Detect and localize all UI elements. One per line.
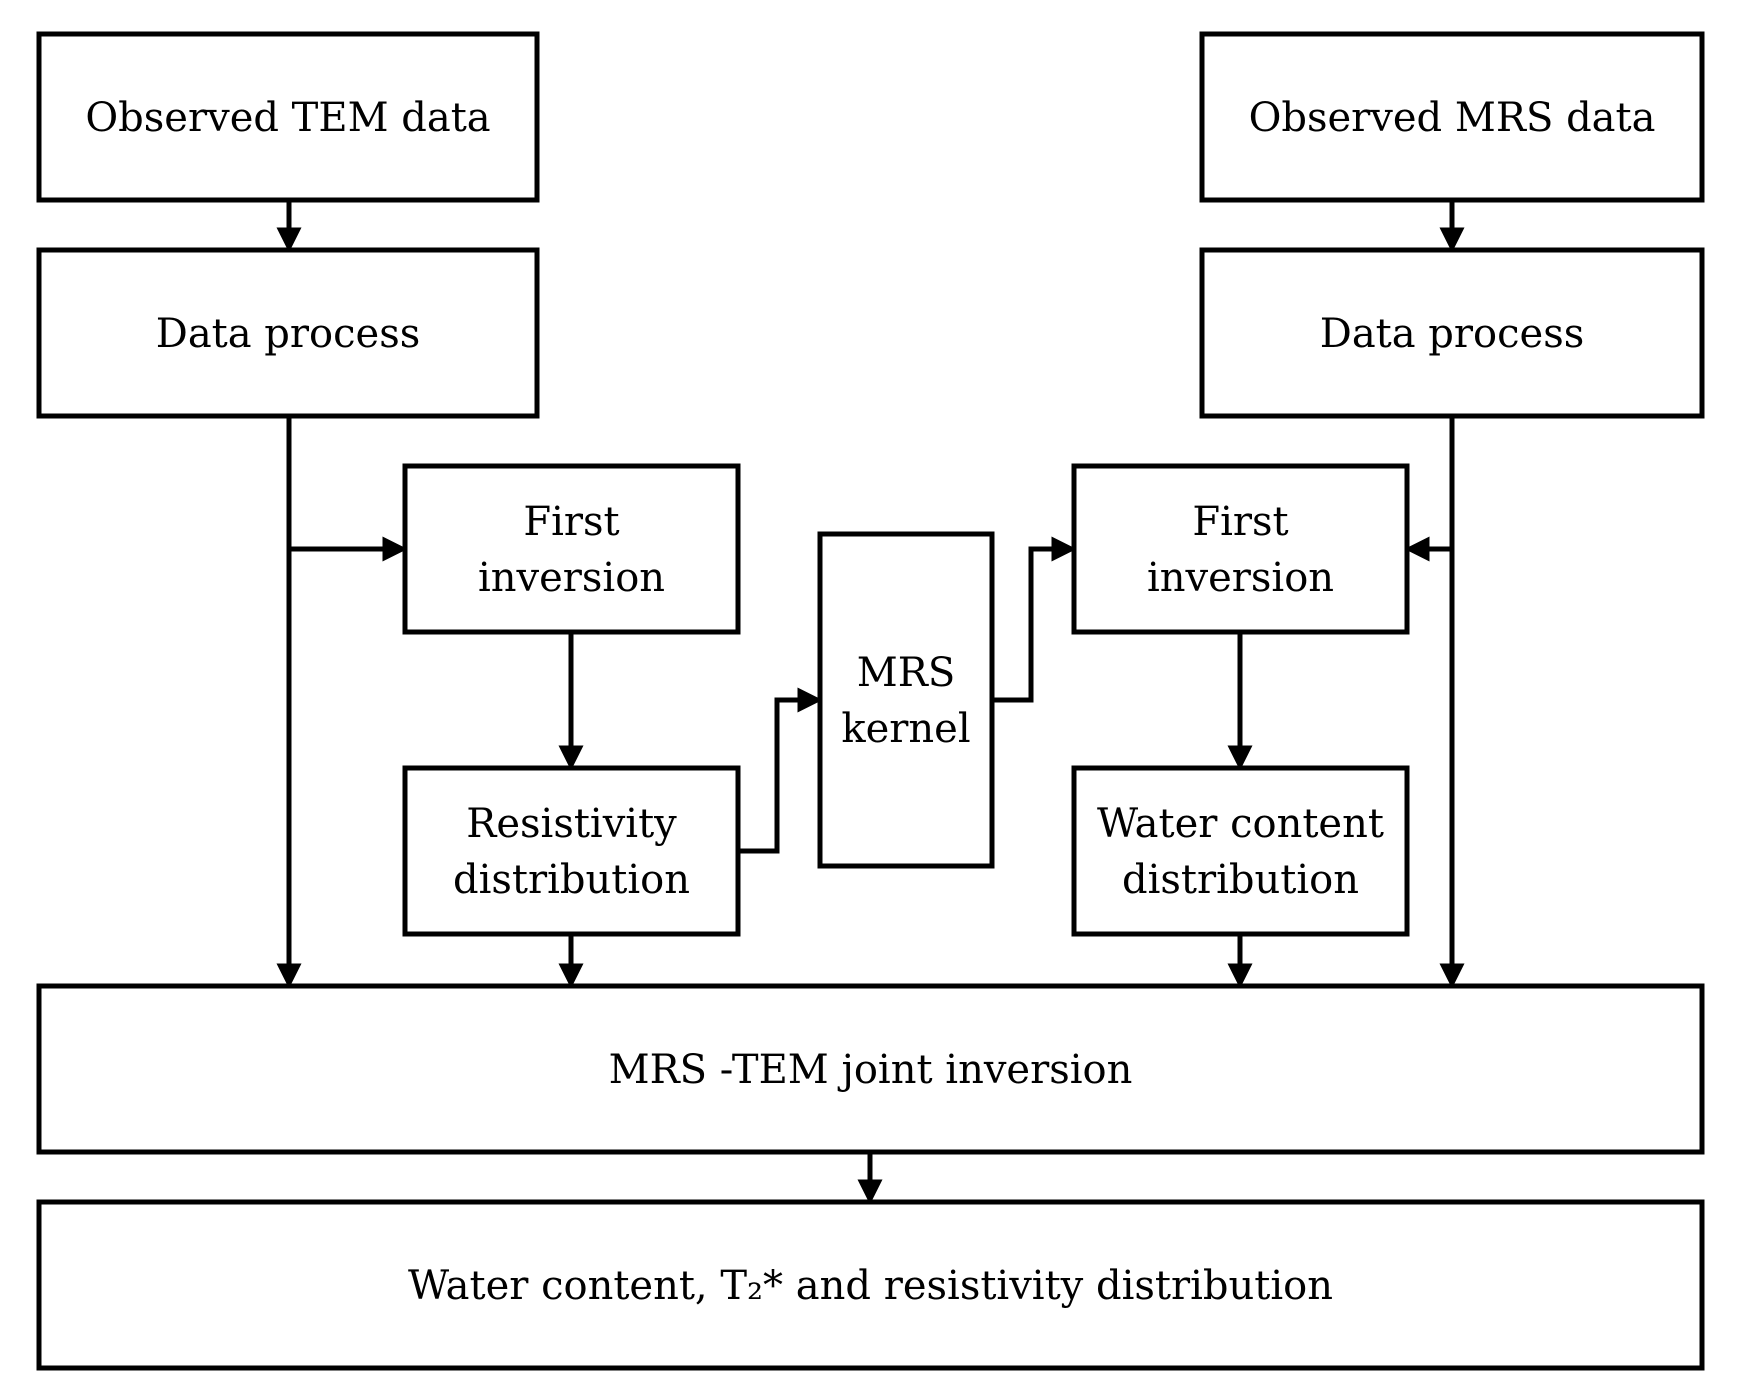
joint-inversion-box [36, 983, 1705, 1155]
resistivity-distribution-label-line-1: Resistivity [466, 801, 677, 847]
mrs-kernel-node: MRS kernel [817, 531, 995, 869]
first-inversion-mrs-box [1071, 463, 1410, 635]
observed-tem-box [36, 31, 540, 203]
water-content-distribution-label-line-2: distribution [1122, 857, 1359, 903]
data-process-tem-label-line-1: Data process [156, 311, 421, 357]
final-output-box [36, 1199, 1705, 1371]
final-output-node: Water content, T₂* and resistivity distr… [36, 1199, 1705, 1371]
observed-mrs-node: Observed MRS data [1199, 31, 1705, 203]
final-output-label-line-1: Water content, T₂* and resistivity distr… [408, 1263, 1333, 1309]
water-content-distribution-node: Water content distribution [1071, 765, 1410, 937]
resistivity-distribution-node: Resistivity distribution [402, 765, 741, 937]
mrs-kernel-box [817, 531, 995, 869]
data-process-mrs-box [1199, 247, 1705, 419]
water-content-distribution-box [1071, 765, 1410, 937]
first-inversion-tem-box [402, 463, 741, 635]
first-inversion-tem-label-line-1: First [523, 499, 619, 545]
resistivity-distribution-box [402, 765, 741, 937]
first-inversion-mrs-node: First inversion [1071, 463, 1410, 635]
observed-tem-label-line-1: Observed TEM data [85, 95, 490, 141]
observed-tem-node: Observed TEM data [36, 31, 540, 203]
first-inversion-mrs-label-line-1: First [1192, 499, 1288, 545]
data-process-mrs-label-line-1: Data process [1320, 311, 1585, 357]
observed-mrs-box [1199, 31, 1705, 203]
arrow-resistivity-distribution-to-mrs-kernel [738, 687, 823, 854]
arrow-mrs-kernel-to-first-inversion-mrs [992, 536, 1077, 703]
resistivity-distribution-label-line-2: distribution [453, 857, 690, 903]
first-inversion-mrs-label-line-2: inversion [1147, 555, 1334, 601]
joint-inversion-node: MRS -TEM joint inversion [36, 983, 1705, 1155]
observed-mrs-label-line-1: Observed MRS data [1249, 95, 1656, 141]
first-inversion-tem-label-line-2: inversion [478, 555, 665, 601]
mrs-kernel-label-line-2: kernel [841, 706, 970, 752]
water-content-distribution-label-line-1: Water content [1097, 801, 1384, 847]
first-inversion-tem-node: First inversion [402, 463, 741, 635]
mrs-kernel-label-line-1: MRS [857, 650, 955, 696]
joint-inversion-label-line-1: MRS -TEM joint inversion [609, 1047, 1133, 1093]
connector-layer [276, 200, 1465, 1205]
data-process-tem-node: Data process [36, 247, 540, 419]
data-process-tem-box [36, 247, 540, 419]
data-process-mrs-node: Data process [1199, 247, 1705, 419]
